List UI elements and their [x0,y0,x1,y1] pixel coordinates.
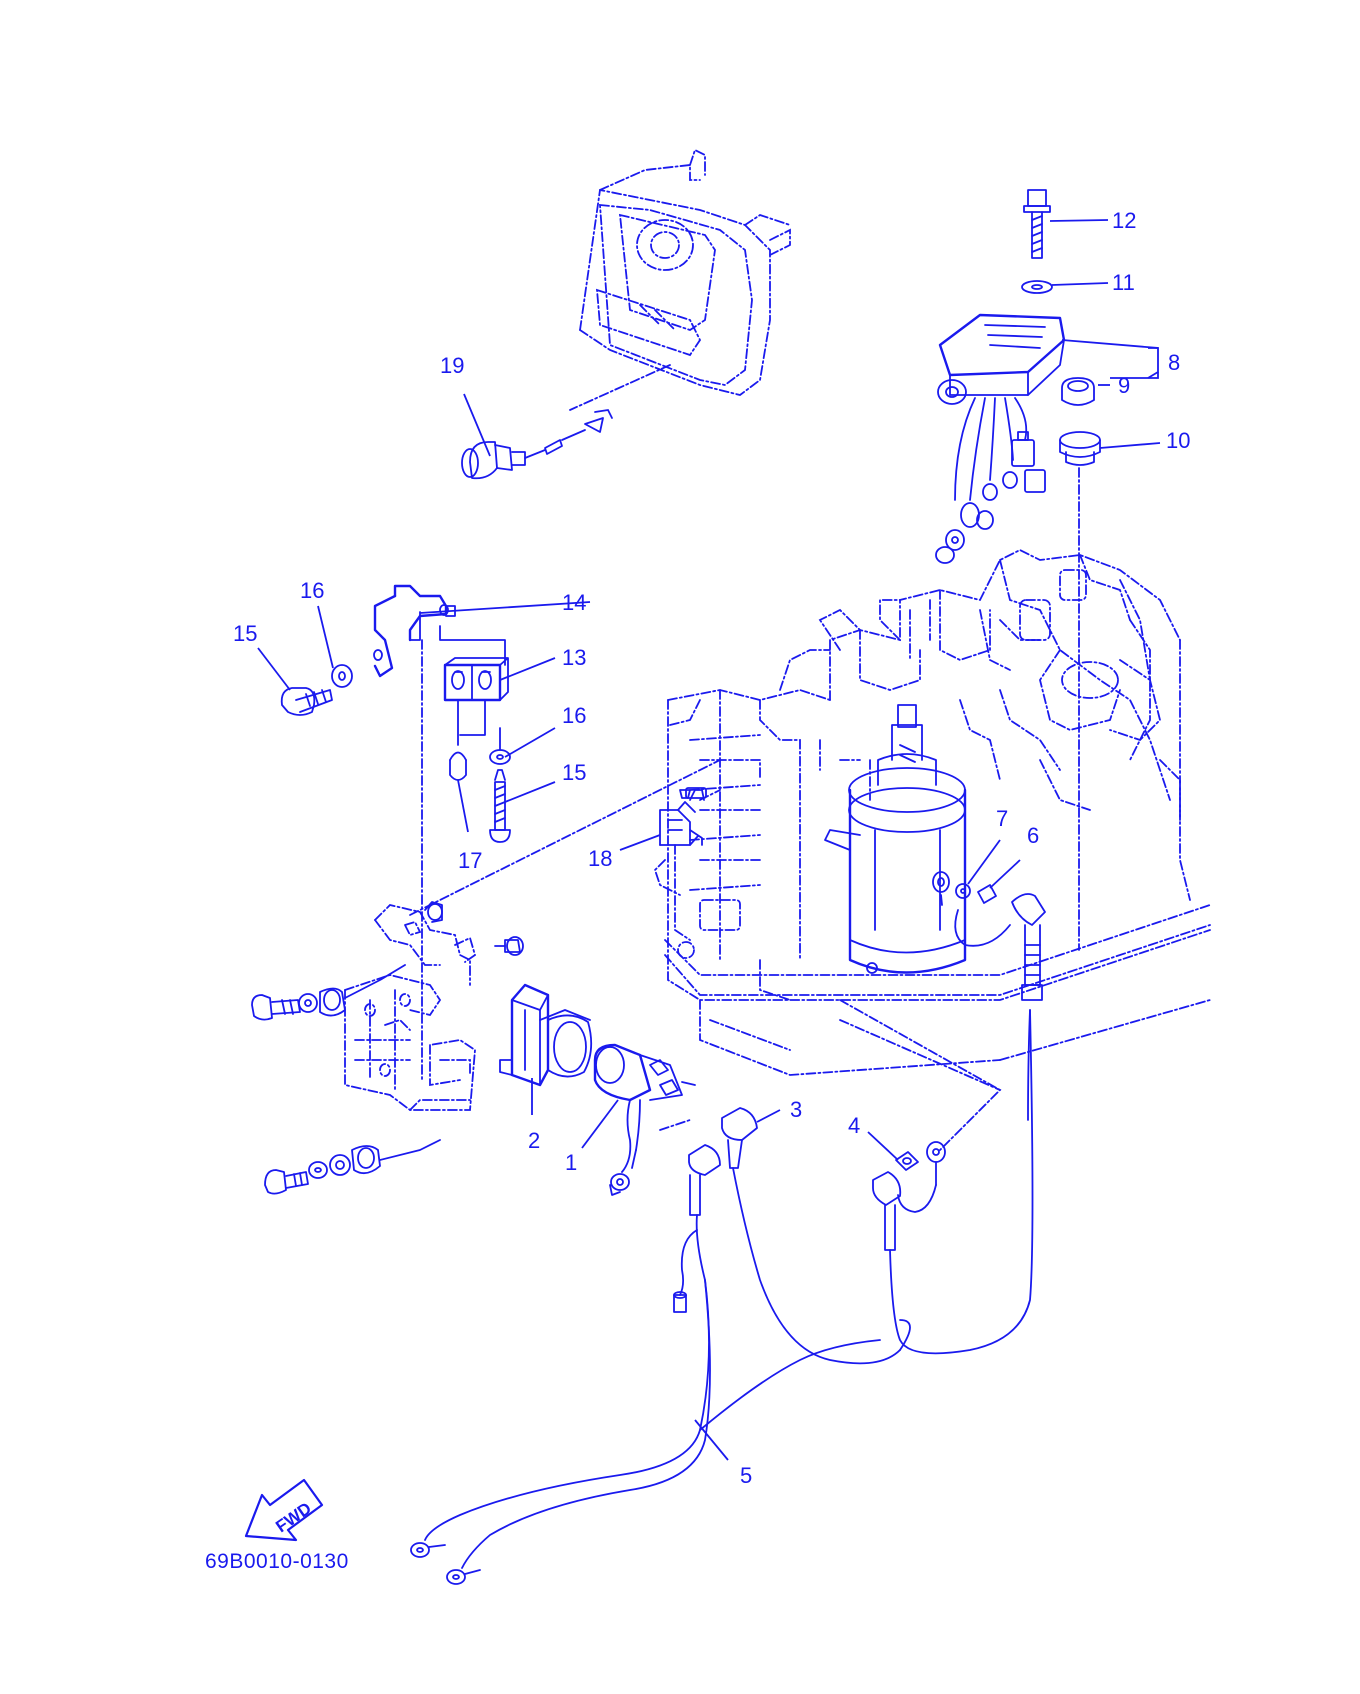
relay-holder-2 [499,983,593,1087]
callout-1: 1 [565,1150,577,1175]
callout-4: 4 [848,1113,860,1138]
fwd-arrow: FWD [244,1478,324,1542]
leader-lines [257,219,1161,1461]
callout-16-left: 16 [300,578,324,603]
engine-block [664,548,1211,1076]
callout-9: 9 [1118,373,1130,398]
terminal-caps [688,871,1046,1251]
callout-2: 2 [528,1128,540,1153]
callout-7: 7 [996,806,1008,831]
callout-15-left: 15 [233,621,257,646]
callout-3: 3 [790,1097,802,1122]
callout-10: 10 [1166,428,1190,453]
callout-12: 12 [1112,208,1136,233]
callout-labels: 12 11 8 9 10 19 14 16 15 13 16 15 17 18 … [233,208,1190,1488]
mounting-plate [344,901,524,1111]
callout-17: 17 [458,848,482,873]
callout-18: 18 [588,846,612,871]
left-bolts [251,964,441,1195]
callout-5: 5 [740,1463,752,1488]
battery-cables [410,909,1034,1585]
callout-13: 13 [562,645,586,670]
starter-relay-1 [593,1043,696,1196]
callout-14: 14 [562,590,586,615]
cover-mounting-lines [409,759,1002,1151]
wire-clamp-18 [653,789,703,959]
callout-11: 11 [1112,270,1135,295]
bracket-fuse-group [280,584,511,1081]
callout-16-right: 16 [562,703,586,728]
rectifier-regulator [935,189,1101,951]
callout-15-right: 15 [562,760,586,785]
callout-8: 8 [1168,350,1180,375]
thermo-cover [461,148,791,480]
callout-19: 19 [440,353,464,378]
drawing-code: 69B0010-0130 [205,1550,349,1573]
starter-motor [824,704,967,974]
callout-6: 6 [1027,823,1039,848]
